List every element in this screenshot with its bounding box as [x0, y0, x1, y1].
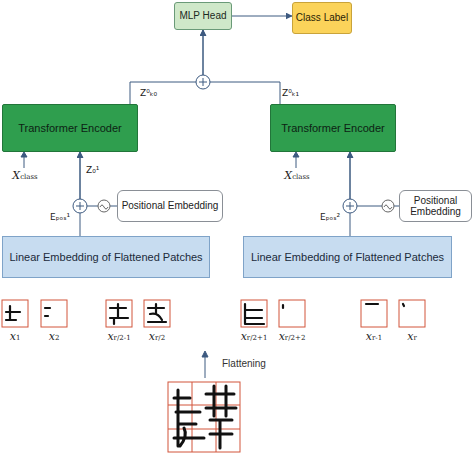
- patch-label: xr: [392, 330, 432, 343]
- head-box: MLP Head: [174, 2, 232, 30]
- node-text: Positional Embedding: [122, 200, 219, 212]
- flow-arrow: [350, 152, 351, 236]
- flow-arrow: [203, 30, 280, 104]
- encoder-box: Transformer Encoder: [2, 104, 138, 152]
- flow-arrow: [80, 152, 81, 236]
- flow-arrow: [350, 152, 399, 206]
- embedding-box: Linear Embedding of Flattened Patches: [243, 236, 452, 278]
- math-label: Z⁰ₖ₀: [140, 88, 157, 98]
- flow-arrow: [130, 30, 203, 104]
- step-label: Flattening: [222, 358, 266, 369]
- position-symbol: [98, 200, 394, 212]
- node-text: MLP Head: [179, 10, 226, 22]
- math-label: Eₚₒₛ²: [320, 212, 340, 222]
- patch-label: x2: [34, 330, 74, 343]
- embedding-box: Linear Embedding of Flattened Patches: [2, 236, 210, 278]
- source-image: [168, 382, 240, 452]
- node-text: Transformer Encoder: [281, 122, 385, 135]
- output-box: Class Label: [292, 2, 352, 34]
- flatten-arrow: [202, 351, 208, 378]
- node-text: Transformer Encoder: [18, 122, 122, 135]
- patch-label: xr/2+1: [234, 330, 274, 343]
- flow-arrow: [80, 152, 117, 206]
- math-label: Eₚₒₛ¹: [50, 212, 70, 222]
- node-text: Class Label: [296, 12, 348, 24]
- token-label: Xclass: [280, 169, 314, 182]
- class-token-arrow: [21, 152, 299, 168]
- patch-label: xr/2+2: [272, 330, 312, 343]
- math-label: Z⁰ₖ₁: [282, 88, 299, 98]
- token-label: Xclass: [8, 169, 42, 182]
- patch-label: xr/2: [137, 330, 177, 343]
- patch-label: xr/2-1: [99, 330, 139, 343]
- math-label: Z₀¹: [86, 165, 99, 175]
- patch-label: xr-1: [354, 330, 394, 343]
- node-text: Linear Embedding of Flattened Patches: [9, 251, 202, 264]
- patch-glyphs: [6, 304, 404, 324]
- node-text: Linear Embedding of Flattened Patches: [251, 251, 444, 264]
- node-text: Positional Embedding: [400, 195, 471, 218]
- embedding-box: Positional Embedding: [117, 190, 223, 222]
- patch-label: x1: [0, 330, 35, 343]
- embedding-box: Positional Embedding: [399, 190, 472, 222]
- encoder-box: Transformer Encoder: [270, 104, 396, 152]
- flow-arrow: [232, 16, 292, 17]
- patch-tiles: [2, 300, 425, 327]
